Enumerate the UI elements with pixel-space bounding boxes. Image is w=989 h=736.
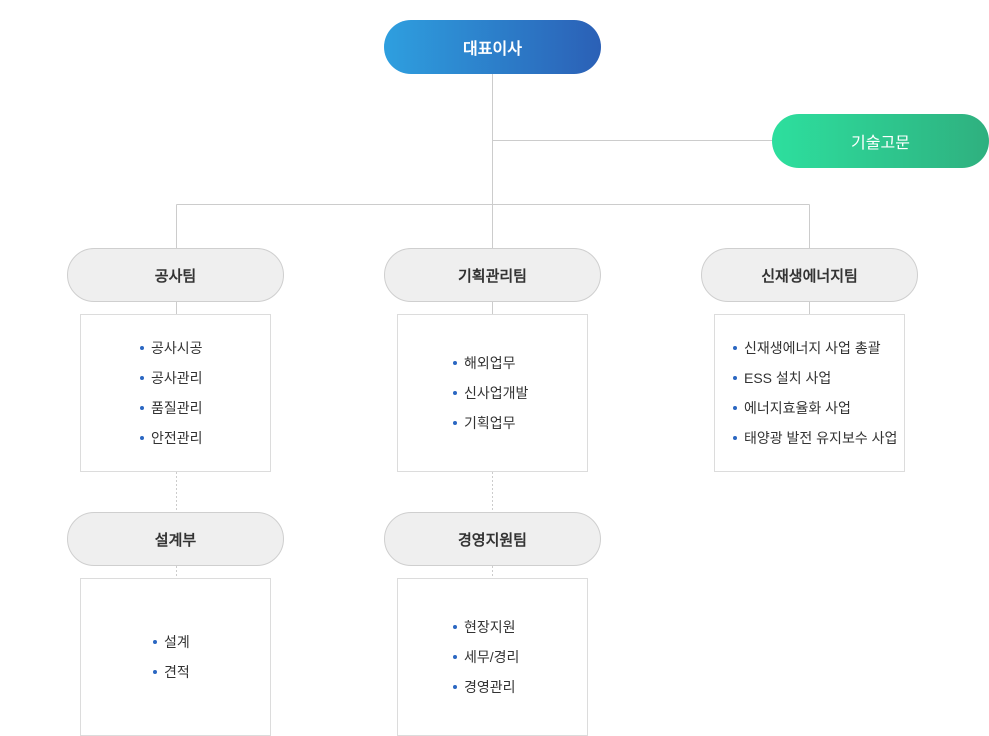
team-label: 경영지원팀 xyxy=(457,531,527,549)
duty-list: 설계 견적 xyxy=(81,627,270,687)
duty-box-construction: 공사시공 공사관리 품질관리 안전관리 xyxy=(80,314,271,472)
bullet-dot-icon xyxy=(733,436,737,440)
bullet-dot-icon xyxy=(733,346,737,350)
list-item: 신재생에너지 사업 총괄 xyxy=(733,333,904,363)
team-label: 공사팀 xyxy=(154,267,197,285)
list-item-text: 품질관리 xyxy=(151,400,203,416)
list-item: 경영관리 xyxy=(453,672,587,702)
duty-list: 해외업무 신사업개발 기획업무 xyxy=(398,348,587,438)
list-item: 공사관리 xyxy=(140,363,270,393)
team-label: 기획관리팀 xyxy=(457,267,527,285)
bullet-dot-icon xyxy=(140,436,144,440)
list-item: 견적 xyxy=(153,657,270,687)
ceo-node: 대표이사 xyxy=(384,20,601,74)
advisor-label: 기술고문 xyxy=(851,135,910,152)
bullet-dot-icon xyxy=(453,421,457,425)
list-item: 현장지원 xyxy=(453,612,587,642)
list-item-text: 견적 xyxy=(164,664,190,680)
list-item: 에너지효율화 사업 xyxy=(733,393,904,423)
duty-list: 현장지원 세무/경리 경영관리 xyxy=(398,612,587,702)
list-item-text: 현장지원 xyxy=(464,619,516,635)
list-item-text: 세무/경리 xyxy=(464,649,520,665)
list-item: 공사시공 xyxy=(140,333,270,363)
bullet-dot-icon xyxy=(733,376,737,380)
bullet-dot-icon xyxy=(453,625,457,629)
list-item: 세무/경리 xyxy=(453,642,587,672)
bullet-dot-icon xyxy=(153,640,157,644)
list-item-text: 해외업무 xyxy=(464,355,516,371)
team-label: 설계부 xyxy=(154,531,197,549)
bullet-dot-icon xyxy=(140,406,144,410)
team-node-management-support: 경영지원팀 xyxy=(384,512,601,566)
list-item: 해외업무 xyxy=(453,348,587,378)
team-node-planning: 기획관리팀 xyxy=(384,248,601,302)
bullet-dot-icon xyxy=(453,655,457,659)
bullet-dot-icon xyxy=(453,685,457,689)
ceo-label: 대표이사 xyxy=(463,41,522,58)
duty-box-management-support: 현장지원 세무/경리 경영관리 xyxy=(397,578,588,736)
bullet-dot-icon xyxy=(153,670,157,674)
list-item: 기획업무 xyxy=(453,408,587,438)
list-item: 설계 xyxy=(153,627,270,657)
duty-box-design: 설계 견적 xyxy=(80,578,271,736)
list-item-text: 안전관리 xyxy=(151,430,203,446)
list-item-text: 에너지효율화 사업 xyxy=(744,400,851,416)
team-label: 신재생에너지팀 xyxy=(761,267,858,285)
list-item-text: 태양광 발전 유지보수 사업 xyxy=(744,430,898,446)
list-item: 품질관리 xyxy=(140,393,270,423)
bullet-dot-icon xyxy=(453,361,457,365)
list-item-text: 경영관리 xyxy=(464,679,516,695)
list-item-text: ESS 설치 사업 xyxy=(744,370,832,386)
advisor-node: 기술고문 xyxy=(772,114,989,168)
list-item: 신사업개발 xyxy=(453,378,587,408)
list-item-text: 공사관리 xyxy=(151,370,203,386)
duty-list: 공사시공 공사관리 품질관리 안전관리 xyxy=(81,333,270,453)
list-item-text: 신재생에너지 사업 총괄 xyxy=(744,340,881,356)
list-item-text: 설계 xyxy=(164,634,190,650)
list-item: ESS 설치 사업 xyxy=(733,363,904,393)
bullet-dot-icon xyxy=(140,346,144,350)
duty-box-renewable-energy: 신재생에너지 사업 총괄 ESS 설치 사업 에너지효율화 사업 태양광 발전 … xyxy=(714,314,905,472)
team-node-construction: 공사팀 xyxy=(67,248,284,302)
team-node-renewable-energy: 신재생에너지팀 xyxy=(701,248,918,302)
team-node-design: 설계부 xyxy=(67,512,284,566)
duty-box-planning: 해외업무 신사업개발 기획업무 xyxy=(397,314,588,472)
duty-list: 신재생에너지 사업 총괄 ESS 설치 사업 에너지효율화 사업 태양광 발전 … xyxy=(715,333,904,453)
list-item: 안전관리 xyxy=(140,423,270,453)
bullet-dot-icon xyxy=(453,391,457,395)
list-item-text: 기획업무 xyxy=(464,415,516,431)
bullet-dot-icon xyxy=(733,406,737,410)
list-item-text: 신사업개발 xyxy=(464,385,529,401)
list-item-text: 공사시공 xyxy=(151,340,203,356)
list-item: 태양광 발전 유지보수 사업 xyxy=(733,423,904,453)
bullet-dot-icon xyxy=(140,376,144,380)
